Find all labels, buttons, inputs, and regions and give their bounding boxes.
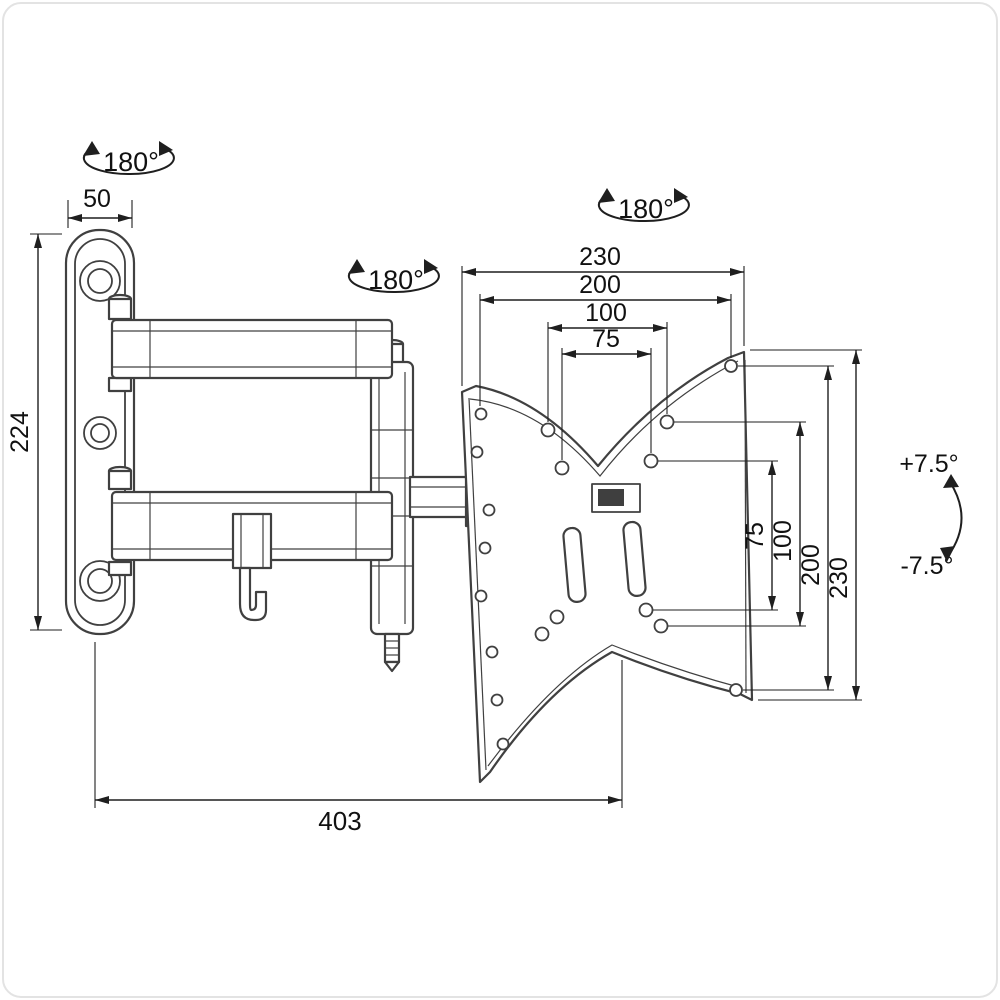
dimension-reach: 403 <box>94 642 623 836</box>
cable-hook-clamp <box>231 512 273 570</box>
rotation-plate-joint: 180° <box>597 187 690 224</box>
vesa-hole-100 <box>659 414 675 430</box>
plate-right-100-label: 100 <box>769 520 797 562</box>
plate-top-100-label: 100 <box>585 299 627 327</box>
rotation-wall-joint: 180° <box>82 140 175 177</box>
plate-top-75-label: 75 <box>592 325 620 353</box>
upper-hinge-bolt <box>107 297 133 321</box>
wall-width-label: 50 <box>83 185 111 213</box>
plate-hole <box>478 541 492 555</box>
dimension-plate-right-230: 230 <box>750 349 862 701</box>
cable-hook <box>231 512 273 622</box>
wall-plate-inner-line <box>74 238 126 626</box>
plate-top-230-label: 230 <box>579 243 621 271</box>
plate-top-200-label: 200 <box>579 271 621 299</box>
vesa-hole-75 <box>554 460 570 476</box>
plate-hole <box>490 693 504 707</box>
tilt-annotation: +7.5° -7.5° <box>899 450 963 580</box>
plate-hole <box>496 737 510 751</box>
plate-right-230-label: 230 <box>825 557 853 599</box>
quick-release-latch <box>591 483 641 513</box>
upper-arm <box>110 318 394 380</box>
vesa-plate <box>460 350 754 784</box>
dimension-plate-right-100: 100 <box>668 421 806 627</box>
vesa-hole-100 <box>540 422 556 438</box>
cable-hook-body <box>238 566 268 622</box>
vesa-slot-left <box>562 526 587 603</box>
vesa-hole-75 <box>638 602 654 618</box>
tilt-up-label: +7.5° <box>899 450 958 478</box>
plate-hole <box>729 683 743 697</box>
lower-hinge-nut <box>107 560 133 577</box>
plate-hole <box>724 359 738 373</box>
pivot-bolt-tip <box>383 660 401 673</box>
dimension-plate-top-75: 75 <box>561 325 652 460</box>
vesa-hole-100 <box>534 626 550 642</box>
dimension-plate-right-200: 200 <box>738 365 834 691</box>
rotation-arm-joint: 180° <box>347 258 440 295</box>
vesa-hole-100 <box>653 618 669 634</box>
tilt-arrow-arc <box>947 481 963 557</box>
reach-label: 403 <box>318 806 361 836</box>
dimension-plate-top-200: 200 <box>479 271 732 406</box>
upper-arm-body <box>110 318 394 380</box>
dimension-wall-height: 224 <box>6 233 62 631</box>
vesa-plate-outline <box>460 350 754 784</box>
plate-hole <box>470 445 484 459</box>
vesa-slot-right <box>622 520 647 597</box>
rotation-wall-label: 180° <box>103 147 159 177</box>
lower-hinge-bolt <box>107 469 133 491</box>
dimension-plate-right-75: 75 <box>653 460 778 611</box>
plate-hole <box>485 645 499 659</box>
plate-right-200-label: 200 <box>797 544 825 586</box>
wall-plate <box>64 228 136 636</box>
plate-right-75-label: 75 <box>741 522 769 550</box>
vesa-hole-75 <box>643 453 659 469</box>
upper-hinge-nut <box>107 376 133 393</box>
rotation-plate-label: 180° <box>618 194 674 224</box>
plate-hole <box>474 407 488 421</box>
dimension-plate-top-100: 100 <box>547 299 668 422</box>
dimension-plate-top-230: 230 <box>461 243 745 386</box>
plate-hole <box>482 503 496 517</box>
dimension-wall-width: 50 <box>67 185 133 228</box>
vesa-hole-75 <box>549 609 565 625</box>
wall-height-label: 224 <box>6 411 34 453</box>
rotation-arm-label: 180° <box>368 265 424 295</box>
plate-hole <box>474 589 488 603</box>
